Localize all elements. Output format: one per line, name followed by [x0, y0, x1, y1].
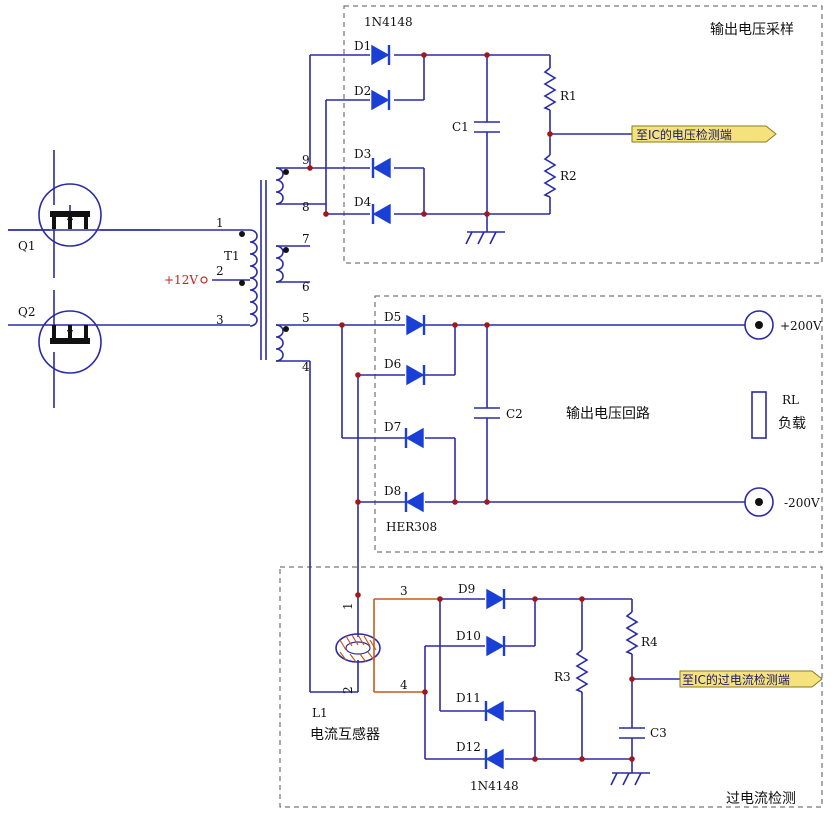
diode-d11	[484, 700, 504, 722]
pin-7: 7	[302, 232, 310, 246]
label-r3: R3	[554, 670, 571, 684]
label-rl: RL	[782, 393, 799, 407]
terminal-plus200	[744, 310, 774, 340]
section-title-sampling: 输出电压采样	[710, 22, 794, 38]
overcurrent-wiring	[374, 598, 680, 773]
label-current-transformer: 电流互感器	[310, 726, 380, 743]
svg-text:至IC的过电流检测端: 至IC的过电流检测端	[682, 672, 790, 687]
pin-9: 9	[302, 153, 310, 167]
label-d9: D9	[458, 582, 475, 596]
ground-icon-overcurrent	[610, 772, 650, 786]
label-c2: C2	[506, 407, 523, 421]
diode-d9	[486, 588, 506, 610]
capacitor-c2	[474, 407, 500, 419]
label-c3: C3	[650, 726, 667, 740]
diode-d7	[404, 427, 424, 449]
diode-d6	[406, 364, 426, 386]
to-ic-current-tag: 至IC的过电流检测端	[679, 670, 823, 688]
diode-d1	[371, 44, 391, 66]
pin-1: 1	[216, 216, 224, 230]
label-l1: L1	[312, 706, 328, 720]
label-d5: D5	[384, 310, 401, 324]
label-d8: D8	[384, 484, 401, 498]
output-loop-box	[374, 295, 823, 553]
pin-3: 3	[216, 313, 224, 327]
l1-pin-1: 1	[341, 602, 355, 610]
label-part-her308: HER308	[386, 520, 437, 534]
terminal-minus200	[744, 487, 774, 517]
mosfet-q2	[8, 290, 250, 408]
l1-pin-2: 2	[341, 686, 355, 694]
diode-d4	[371, 203, 391, 225]
label-d2: D2	[354, 84, 371, 98]
label-d11: D11	[456, 691, 481, 705]
mosfet-q1	[8, 150, 160, 278]
capacitor-c3	[619, 727, 645, 739]
to-ic-voltage-tag: 至IC的电压检测端	[631, 125, 777, 143]
label-load: 负载	[778, 416, 806, 432]
label-c1: C1	[452, 120, 469, 134]
diode-d8	[404, 491, 424, 513]
label-part-1n4148-top: 1N4148	[364, 15, 413, 29]
label-t1: T1	[224, 249, 240, 263]
current-transformer-l1	[310, 595, 381, 693]
diode-d5	[406, 314, 426, 336]
diode-d12	[484, 748, 504, 770]
label-minus200: -200V	[784, 496, 820, 510]
diode-d3	[371, 157, 391, 179]
pin-5: 5	[302, 311, 310, 325]
label-vcc: +12V	[164, 273, 198, 287]
resistor-r2	[543, 154, 557, 198]
resistor-r4	[625, 611, 639, 655]
label-d4: D4	[354, 195, 372, 209]
svg-text:至IC的电压检测端: 至IC的电压检测端	[636, 127, 732, 142]
overcurrent-box	[279, 566, 823, 808]
label-d1: D1	[354, 39, 371, 53]
label-d3: D3	[354, 147, 371, 161]
label-q2: Q2	[18, 305, 35, 319]
label-d10: D10	[456, 629, 481, 643]
l1-pin-3: 3	[400, 584, 408, 598]
section-title-output-loop: 输出电压回路	[566, 406, 650, 422]
label-q1: Q1	[18, 239, 35, 253]
resistor-r3	[575, 649, 589, 693]
label-d7: D7	[384, 420, 401, 434]
output-wiring	[309, 324, 745, 692]
ground-icon	[465, 231, 505, 245]
section-title-overcurrent: 过电流检测	[726, 791, 796, 807]
pin-2: 2	[216, 264, 224, 278]
diode-d10	[486, 635, 506, 657]
capacitor-c1	[474, 121, 500, 133]
label-plus200: +200V	[780, 319, 822, 333]
pin-6: 6	[302, 280, 310, 294]
label-r2: R2	[560, 169, 577, 183]
pin-8: 8	[302, 200, 310, 214]
label-r4: R4	[641, 635, 658, 649]
label-d6: D6	[384, 357, 401, 371]
label-d12: D12	[456, 740, 481, 754]
pin-4: 4	[302, 360, 310, 374]
l1-pin-4: 4	[400, 678, 408, 692]
resistor-r1	[543, 67, 557, 111]
voltage-sampling-box	[343, 5, 823, 264]
label-r1: R1	[560, 89, 577, 103]
sampling-wiring	[309, 54, 632, 232]
transformer-t1	[100, 167, 342, 362]
resistor-rl	[751, 391, 767, 439]
diode-d2	[371, 89, 391, 111]
label-part-1n4148-bottom: 1N4148	[470, 779, 519, 793]
